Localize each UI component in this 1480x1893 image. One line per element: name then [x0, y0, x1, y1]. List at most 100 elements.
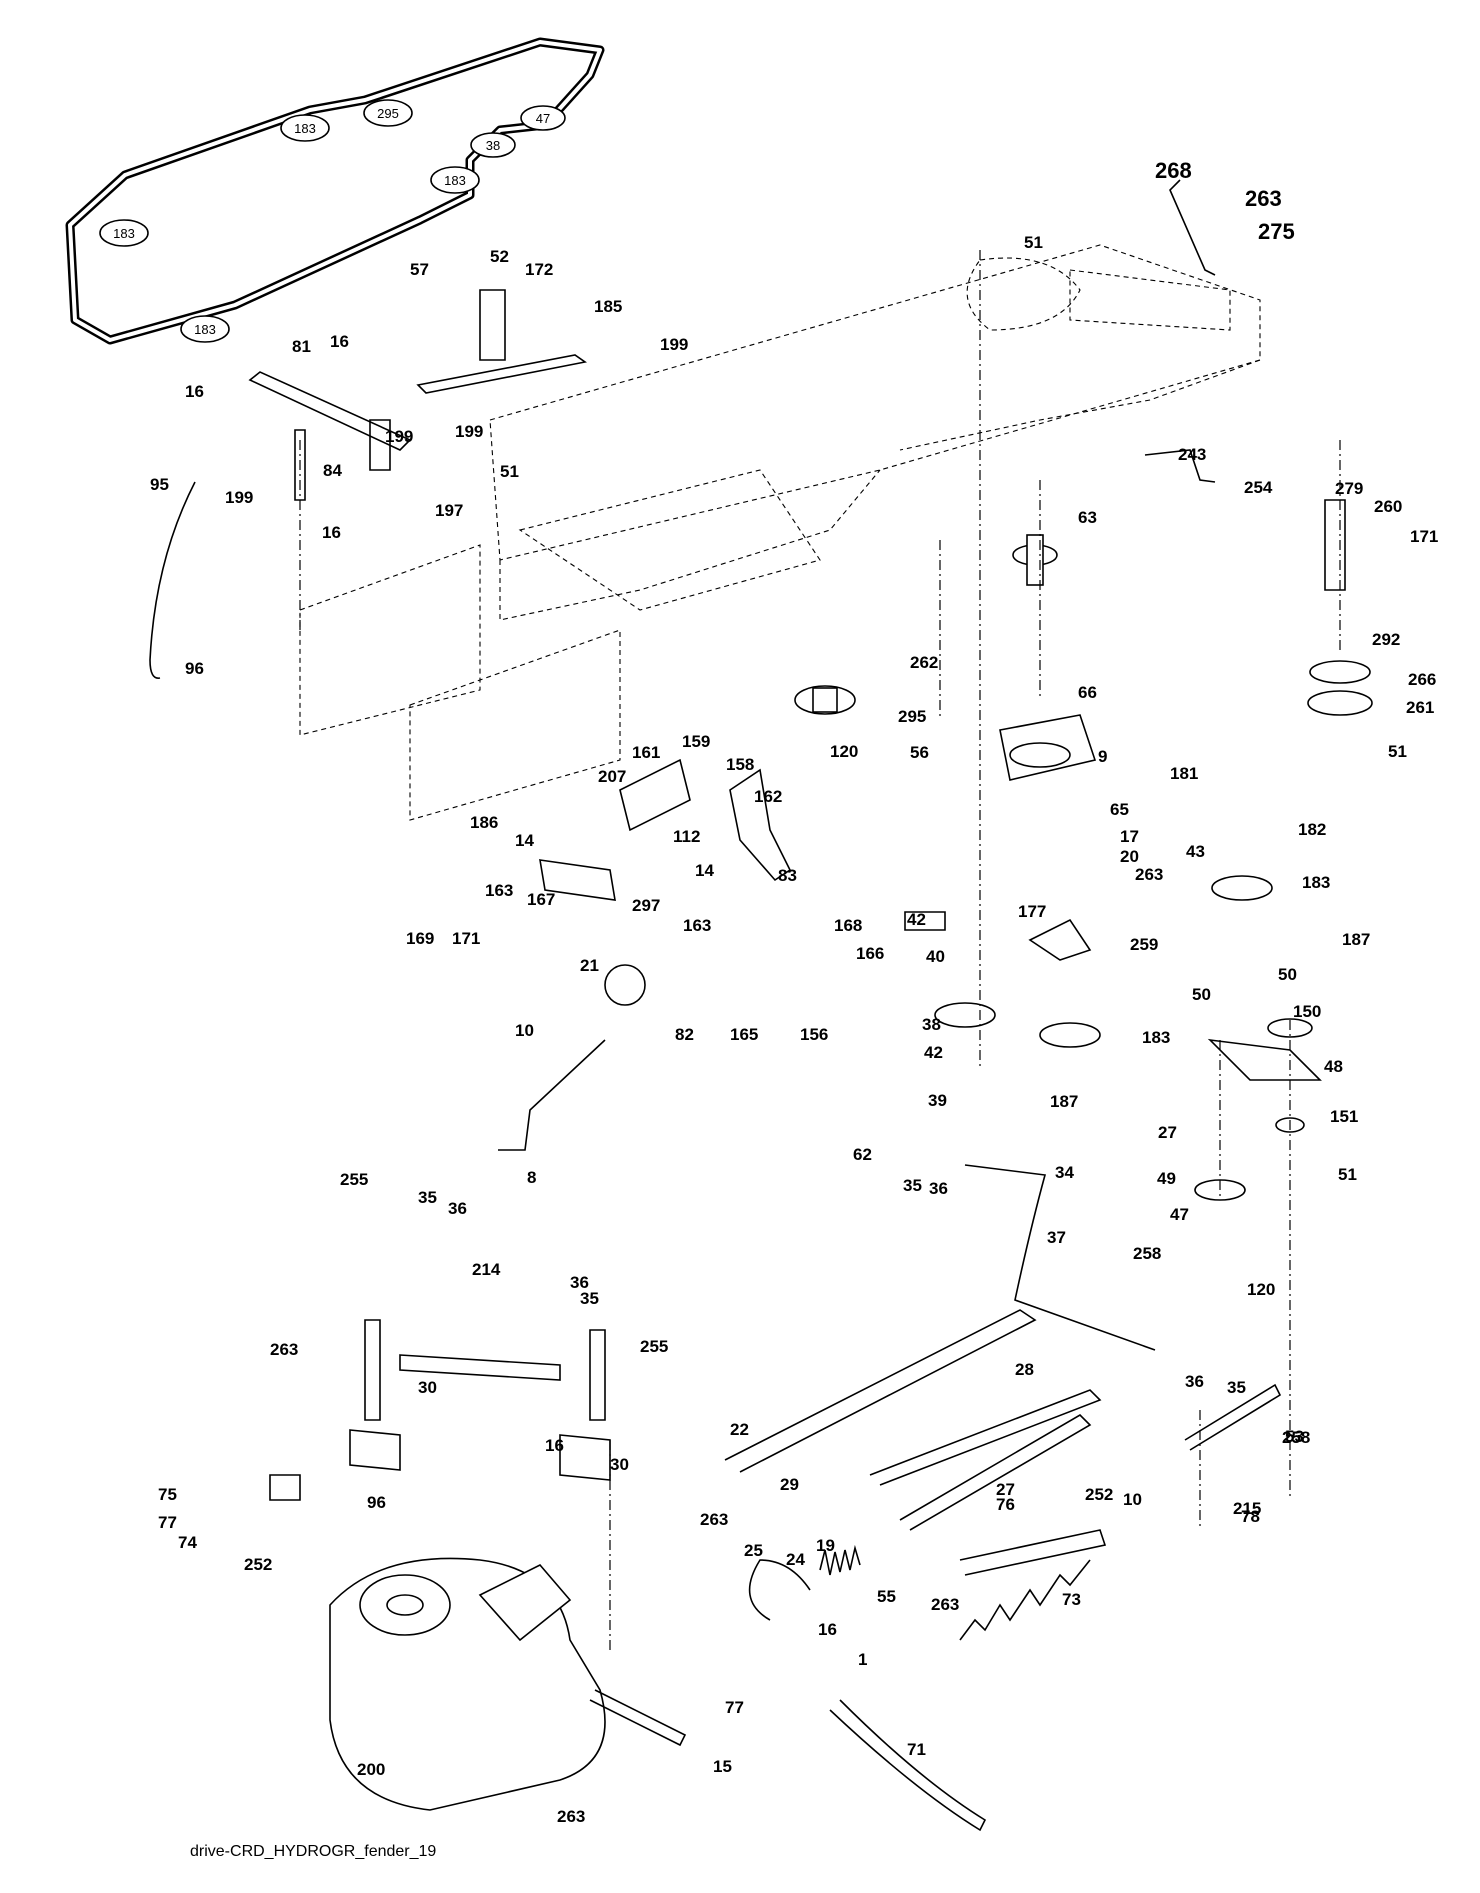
callout-169: 169	[406, 929, 434, 948]
callout-162: 162	[754, 787, 782, 806]
callout-63: 63	[1078, 508, 1097, 527]
callout-84: 84	[323, 461, 342, 480]
callout-83: 83	[778, 866, 797, 885]
callout-36: 36	[448, 1199, 467, 1218]
pulley-label: 183	[194, 322, 216, 337]
callout-27: 27	[996, 1480, 1015, 1499]
callout-52: 52	[490, 247, 509, 266]
callout-35: 35	[580, 1289, 599, 1308]
callout-35: 35	[1227, 1378, 1246, 1397]
callout-51: 51	[1388, 742, 1407, 761]
callout-16: 16	[545, 1436, 564, 1455]
diagram-caption: drive-CRD_HYDROGR_fender_19	[190, 1843, 437, 1860]
belt-pulley-38: 38	[470, 132, 516, 158]
mid-linkage	[498, 758, 1322, 1151]
callout-16: 16	[185, 382, 204, 401]
callout-40: 40	[926, 947, 945, 966]
callout-254: 254	[1244, 478, 1273, 497]
callout-112: 112	[673, 827, 700, 846]
callout-183: 183	[1302, 873, 1330, 892]
callout-255: 255	[340, 1170, 368, 1189]
callout-263: 263	[1245, 186, 1282, 211]
belt-pulley-295: 295	[363, 99, 413, 127]
callout-159: 159	[682, 732, 710, 751]
callout-182: 182	[1298, 820, 1326, 839]
callout-77: 77	[725, 1698, 744, 1717]
callout-171: 171	[1410, 527, 1438, 546]
callout-158: 158	[726, 755, 754, 774]
callout-258: 258	[1282, 1428, 1310, 1447]
callout-35: 35	[903, 1176, 922, 1195]
callout-66: 66	[1078, 683, 1097, 702]
idler-pulleys	[794, 534, 1373, 1201]
callout-16: 16	[818, 1620, 837, 1639]
callout-29: 29	[780, 1475, 799, 1494]
callout-181: 181	[1170, 764, 1198, 783]
callout-47: 47	[1170, 1205, 1189, 1224]
callout-199: 199	[660, 335, 688, 354]
callout-163: 163	[683, 916, 711, 935]
callout-17: 17	[1120, 827, 1139, 846]
callout-177: 177	[1018, 902, 1046, 921]
callout-38: 38	[922, 1015, 941, 1034]
callout-187: 187	[1342, 930, 1370, 949]
callout-279: 279	[1335, 479, 1363, 498]
callout-156: 156	[800, 1025, 828, 1044]
pulley-label: 295	[377, 106, 399, 121]
callout-168: 168	[834, 916, 862, 935]
centre-dash-lines	[299, 250, 1341, 1650]
belt-pulley-183-left: 183	[99, 219, 149, 247]
callout-27: 27	[1158, 1123, 1177, 1142]
callout-165: 165	[730, 1025, 758, 1044]
hydrostatic-transmission	[269, 1429, 687, 1811]
callout-187: 187	[1050, 1092, 1078, 1111]
callout-183: 183	[1142, 1028, 1170, 1047]
callout-22: 22	[730, 1420, 749, 1439]
callout-73: 73	[1062, 1590, 1081, 1609]
callout-268: 268	[1155, 158, 1192, 183]
callout-255: 255	[640, 1337, 668, 1356]
callout-51: 51	[1024, 233, 1043, 252]
callout-163: 163	[485, 881, 513, 900]
upper-linkage	[149, 179, 1346, 679]
callout-14: 14	[695, 861, 714, 880]
callout-30: 30	[418, 1378, 437, 1397]
callout-150: 150	[1293, 1002, 1321, 1021]
callout-75: 75	[158, 1485, 177, 1504]
callout-74: 74	[178, 1533, 197, 1552]
callout-263: 263	[557, 1807, 585, 1826]
callout-96: 96	[185, 659, 204, 678]
callout-21: 21	[580, 956, 599, 975]
callout-labels: 5752172185199168116199199518419916197959…	[150, 158, 1438, 1826]
callout-197: 197	[435, 501, 463, 520]
callout-214: 214	[472, 1260, 501, 1279]
callout-172: 172	[525, 260, 553, 279]
callout-50: 50	[1278, 965, 1297, 984]
callout-161: 161	[632, 743, 660, 762]
callout-263: 263	[931, 1595, 959, 1614]
callout-16: 16	[322, 523, 341, 542]
springs	[819, 1544, 1091, 1641]
belt-pulley-183-mid: 183	[430, 166, 480, 194]
belt-pulley-183-top: 183	[280, 114, 330, 142]
callout-37: 37	[1047, 1228, 1066, 1247]
pulley-label: 183	[444, 173, 466, 188]
callout-252: 252	[1085, 1485, 1113, 1504]
callout-16: 16	[330, 332, 349, 351]
pulley-label: 47	[536, 111, 550, 126]
callout-207: 207	[598, 767, 626, 786]
callout-19: 19	[816, 1536, 835, 1555]
callout-20: 20	[1120, 847, 1139, 866]
belt-pulley-47: 47	[520, 105, 566, 131]
callout-65: 65	[1110, 800, 1129, 819]
callout-185: 185	[594, 297, 622, 316]
drive-shafts-rods	[364, 1164, 1282, 1832]
callout-51: 51	[500, 462, 519, 481]
callout-55: 55	[877, 1587, 896, 1606]
callout-76: 76	[996, 1495, 1015, 1514]
callout-292: 292	[1372, 630, 1400, 649]
pulley-label: 38	[486, 138, 500, 153]
callout-25: 25	[744, 1541, 763, 1560]
callout-24: 24	[786, 1550, 805, 1569]
callout-30: 30	[610, 1455, 629, 1474]
